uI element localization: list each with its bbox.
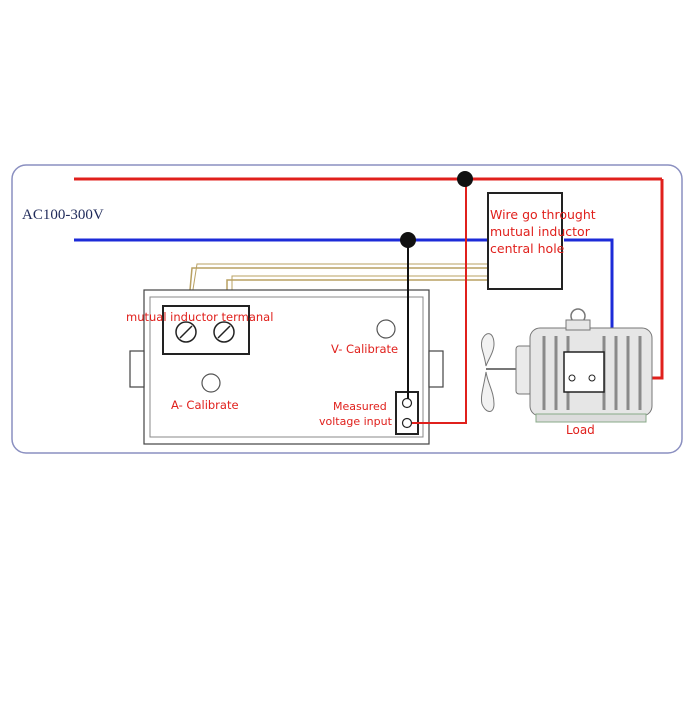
measured-voltage-label-line1: Measured <box>333 400 387 413</box>
v-calibrate-label: V- Calibrate <box>331 342 398 356</box>
live-junction-dot-icon <box>457 171 473 187</box>
meter-body <box>129 289 444 445</box>
ct-terminal-block <box>162 305 250 355</box>
mutual-inductor-box <box>487 192 563 290</box>
v-calibrate-knob-icon <box>376 319 396 339</box>
ct-label-line1: Wire go throught <box>490 207 596 222</box>
ct-label-line3: central hole <box>490 241 565 256</box>
load-label: Load <box>566 423 595 437</box>
ct-terminal-label: mutual inductor termanal <box>126 310 273 324</box>
neutral-junction-dot-icon <box>400 232 416 248</box>
screw-terminal-icon <box>175 321 197 343</box>
screw-terminal-icon <box>213 321 235 343</box>
measured-voltage-label-line2: voltage input <box>319 415 393 428</box>
supply-voltage-label: AC100-300V <box>22 207 104 223</box>
a-calibrate-knob-icon <box>201 373 221 393</box>
a-calibrate-label: A- Calibrate <box>171 398 239 412</box>
ct-label-line2: mutual inductor <box>490 224 591 239</box>
live-to-meter-wire <box>412 179 467 424</box>
electric-motor-icon <box>481 308 653 423</box>
